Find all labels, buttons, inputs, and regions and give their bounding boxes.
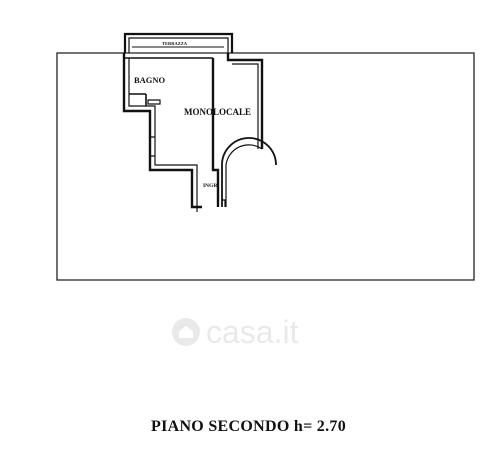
- apartment-walls-inner: [128, 58, 259, 212]
- terrace-wall: [123, 32, 234, 53]
- wall-detail: [147, 99, 226, 207]
- entrance-label: INGR.: [203, 183, 219, 189]
- house-circle-icon: [172, 318, 200, 346]
- curved-wall: [221, 137, 277, 207]
- terrace-inner-wall: [128, 37, 229, 53]
- watermark-text: casa.it: [206, 313, 299, 350]
- curved-wall-inner: [225, 144, 263, 207]
- terrace-label: TERRAZZA: [162, 41, 188, 46]
- watermark: casa.it: [172, 312, 332, 352]
- bathroom-label: BAGNO: [134, 75, 166, 85]
- lot-outline: [56, 52, 475, 281]
- apartment-walls: [122, 53, 264, 209]
- studio-label: MONOLOCALE: [184, 107, 251, 117]
- floor-caption: PIANO SECONDO h= 2.70: [151, 418, 346, 435]
- bathroom-partition: [124, 57, 213, 106]
